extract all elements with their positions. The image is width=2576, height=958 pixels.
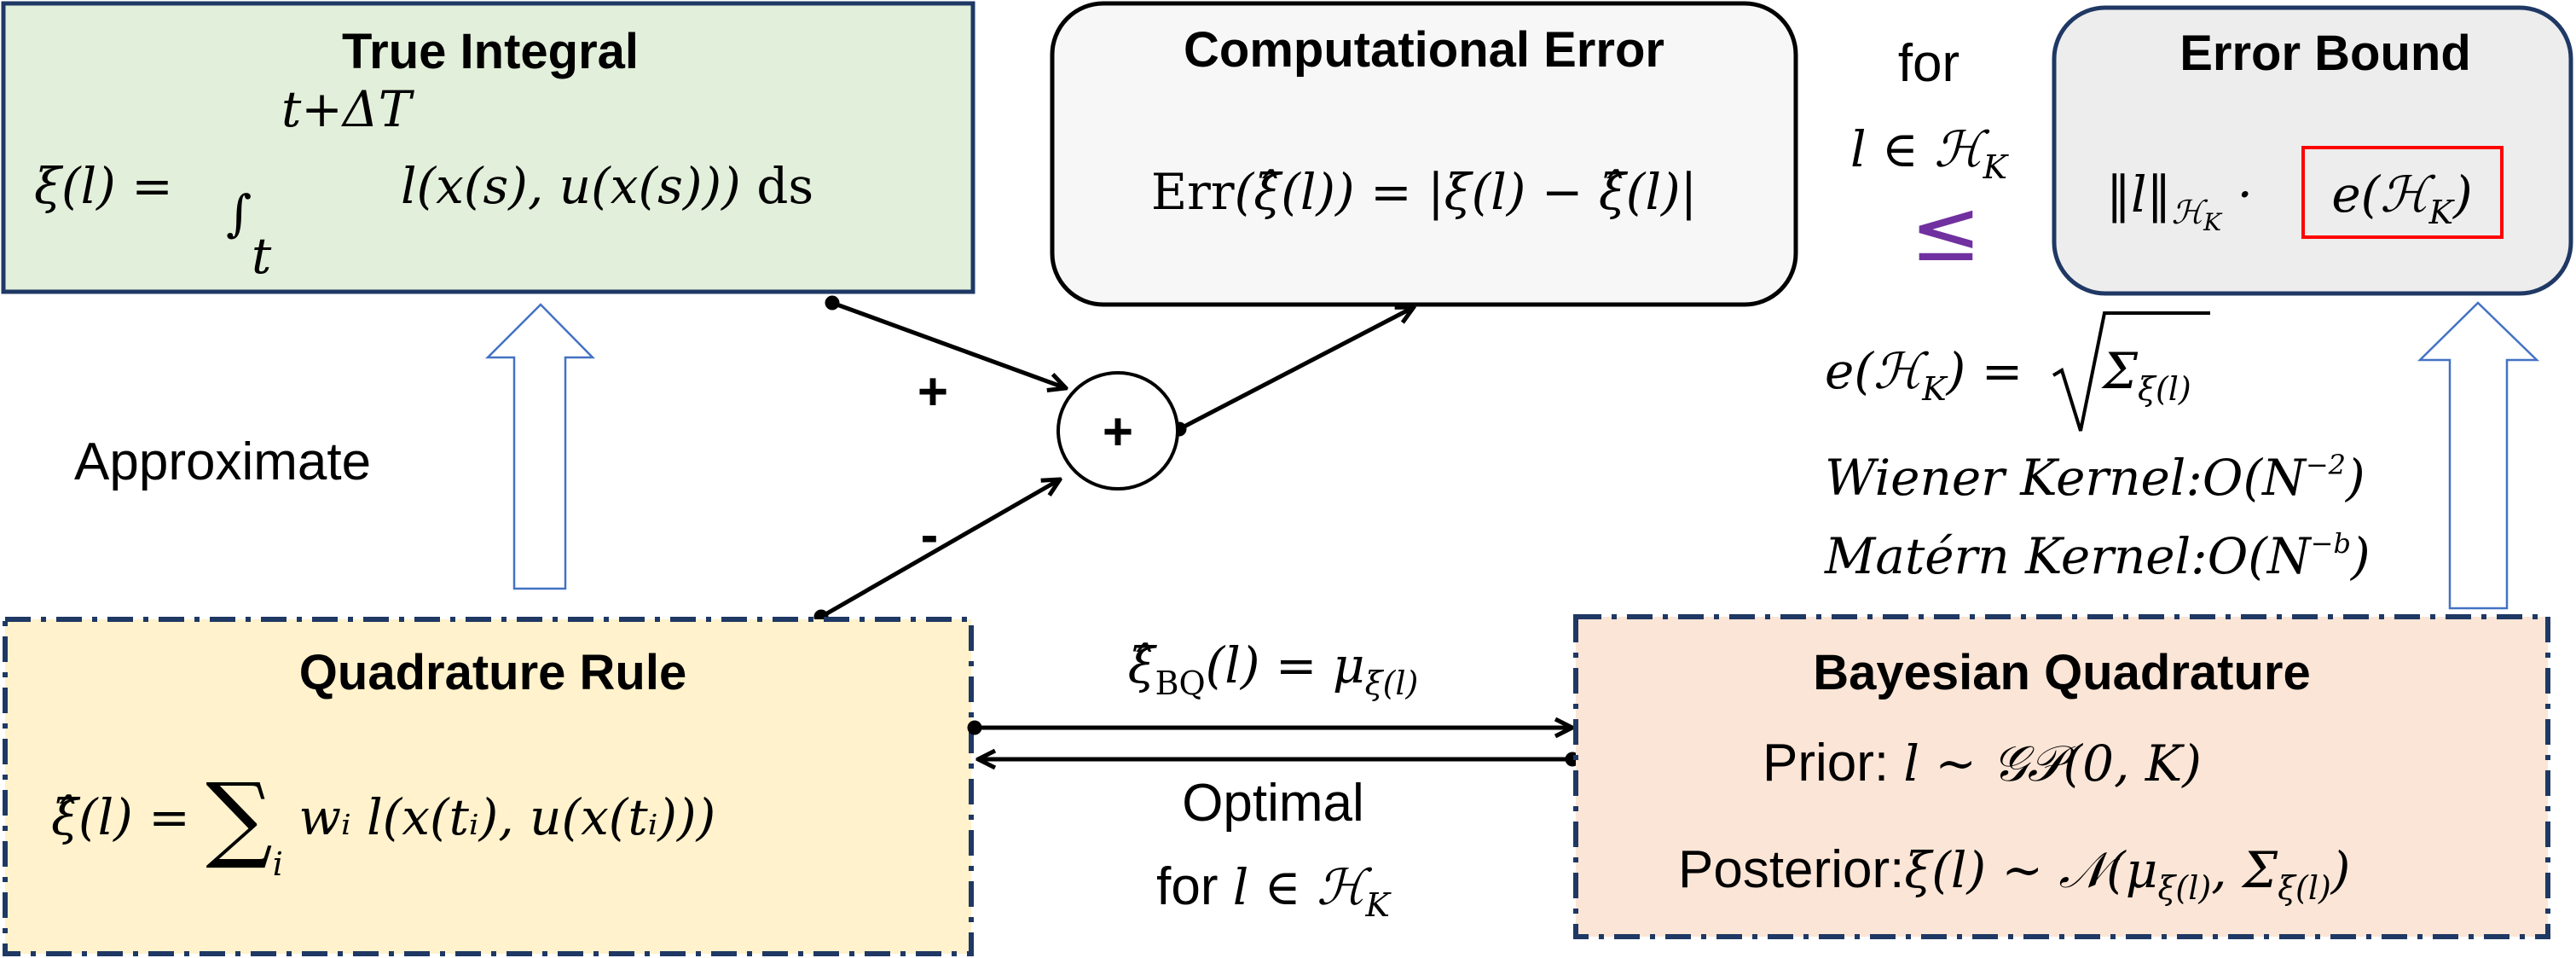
true-integral-lhs: ξ(l) =	[34, 157, 173, 215]
quadrature-formula: ξ̂(l) = ∑i wᵢ l(x(tᵢ), u(x(tᵢ)))	[51, 763, 715, 883]
quadrature-rule-title: Quadrature Rule	[299, 645, 686, 700]
integral-upper-limit: t+ΔT	[281, 80, 415, 138]
rkhs-norm: ‖l‖ℋK ·	[2106, 165, 2253, 236]
computational-error-box: Computational Error Err(ξ̂(l)) = |ξ(l) −…	[1050, 1, 1798, 307]
highlight-box	[2301, 146, 2504, 239]
summation-node	[1056, 371, 1179, 491]
approximate-label: Approximate	[74, 433, 371, 491]
membership-condition: l ∈ ℋK	[1850, 120, 2010, 186]
true-integral-wire	[832, 303, 1066, 388]
optimal-condition: for l ∈ ℋK	[1156, 857, 1392, 924]
error-output-wire	[1179, 307, 1414, 429]
integral-lower-limit: t	[252, 227, 272, 285]
computational-error-title: Computational Error	[1184, 22, 1664, 78]
bayesian-quadrature-title: Bayesian Quadrature	[1813, 645, 2310, 700]
bound-arrow-icon	[2417, 301, 2540, 610]
e-definition: e(ℋK) =	[1825, 342, 2023, 408]
optimal-label: Optimal	[1182, 774, 1364, 833]
true-integral-box: True Integral ξ(l) = ∫ t+ΔT t l(x(s), u(…	[1, 1, 975, 294]
minus-label: -	[921, 506, 939, 565]
posterior-line: Posterior:ξ(l) ~ 𝒩(μξ(l), Σξ(l))	[1678, 840, 2350, 907]
true-integral-integrand: l(x(s), u(x(s))) ds	[401, 157, 813, 215]
quadrature-wire	[821, 479, 1060, 617]
sigma-term: Σξ(l)	[2101, 342, 2191, 408]
bq-mean-formula: ξ̂BQ(l) = μξ(l)	[1128, 636, 1419, 702]
plus-label: +	[918, 363, 948, 421]
quadrature-rule-box: Quadrature Rule ξ̂(l) = ∑i wᵢ l(x(tᵢ), u…	[3, 617, 974, 956]
true-integral-title: True Integral	[342, 24, 639, 79]
summation-node-symbol: +	[1103, 403, 1133, 462]
matern-rate: Matérn Kernel:O(N−b)	[1824, 527, 2370, 585]
worst-case-error-term: e(ℋK)	[2331, 165, 2472, 231]
leq-symbol: ≤	[1910, 181, 1982, 281]
error-bound-box: Error Bound ‖l‖ℋK · e(ℋK)	[2052, 5, 2573, 296]
sqrt-sign	[2052, 311, 2210, 432]
integral-sign: ∫	[226, 184, 252, 242]
wiener-rate: Wiener Kernel:O(N−2)	[1825, 449, 2365, 507]
computational-error-formula: Err(ξ̂(l)) = |ξ(l) − ξ̂(l)|	[1151, 163, 1697, 221]
prior-line: Prior: l ~ 𝒢𝒫(0, K)	[1763, 734, 2202, 793]
for-label: for	[1898, 34, 1959, 93]
approximate-arrow-icon	[484, 303, 595, 590]
bayesian-quadrature-box: Bayesian Quadrature Prior: l ~ 𝒢𝒫(0, K) …	[1573, 614, 2550, 939]
error-bound-title: Error Bound	[2179, 26, 2471, 81]
